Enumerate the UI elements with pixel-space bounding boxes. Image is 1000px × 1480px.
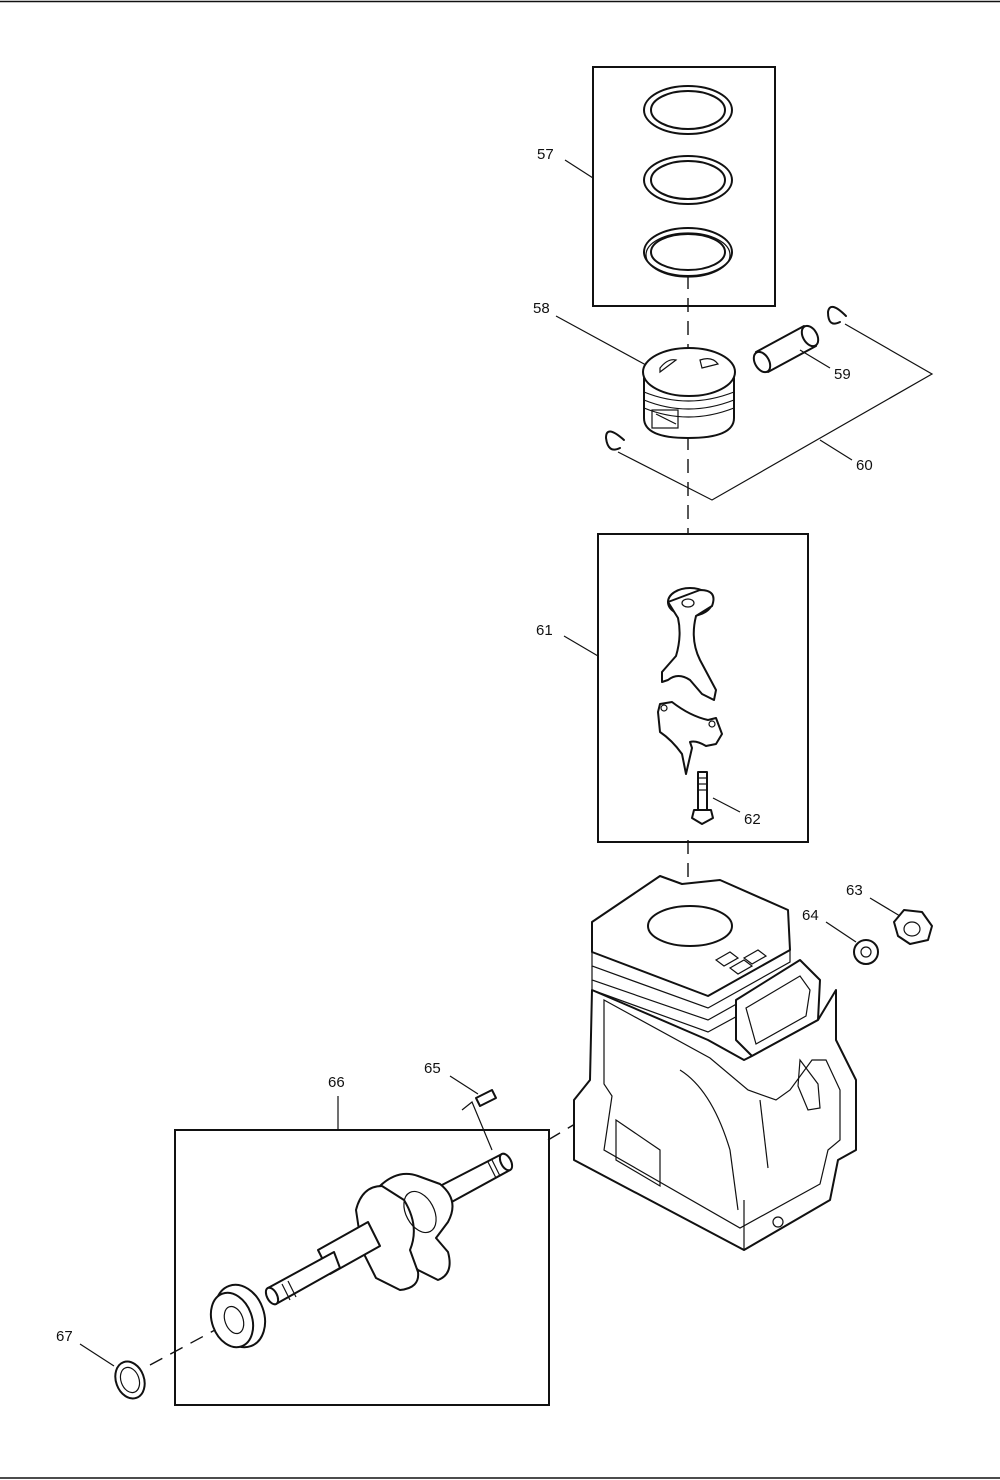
leader-60	[617, 323, 934, 501]
leader-65	[449, 1075, 479, 1095]
leader-63	[869, 897, 901, 917]
oil-seal	[209, 1283, 267, 1349]
leader-58	[555, 315, 647, 366]
spring-washer	[853, 939, 879, 965]
piston-ring-top	[643, 85, 733, 135]
callout-61: 61	[536, 622, 553, 639]
crankshaft	[264, 1152, 514, 1306]
leader-67	[79, 1343, 115, 1367]
callout-65: 65	[424, 1060, 441, 1077]
callout-64: 64	[802, 907, 819, 924]
connecting-rod	[661, 587, 717, 701]
piston-pin-circlip-right	[827, 305, 847, 325]
leader-64	[825, 921, 857, 943]
crankcase-block	[573, 875, 857, 1251]
piston-pin-circlip-left	[605, 430, 625, 451]
connecting-rod-bolt	[691, 771, 714, 825]
callout-57: 57	[537, 146, 554, 163]
hex-nut	[893, 909, 933, 945]
leader-61	[563, 635, 599, 657]
leader-65-key-slot	[461, 1101, 493, 1151]
connecting-rod-box	[597, 533, 809, 843]
callout-67: 67	[56, 1328, 73, 1345]
woodruff-key	[475, 1089, 497, 1107]
leader-59	[799, 349, 831, 369]
leader-60-tick	[819, 439, 853, 461]
piston-ring-oil	[643, 227, 733, 278]
leader-57	[564, 159, 594, 179]
crank-axis-line-left	[149, 1329, 216, 1366]
callout-60: 60	[856, 457, 873, 474]
crankshaft-box	[174, 1129, 550, 1406]
leader-62	[712, 797, 741, 813]
callout-62: 62	[744, 811, 761, 828]
callout-58: 58	[533, 300, 550, 317]
piston-pin	[752, 324, 820, 374]
thrust-washer	[114, 1360, 146, 1400]
callout-59: 59	[834, 366, 851, 383]
callout-66: 66	[328, 1074, 345, 1091]
connecting-rod-cap	[657, 701, 723, 775]
piston	[642, 347, 736, 439]
piston-ring-set-box	[592, 66, 776, 307]
callout-63: 63	[846, 882, 863, 899]
piston-ring-middle	[643, 155, 733, 205]
